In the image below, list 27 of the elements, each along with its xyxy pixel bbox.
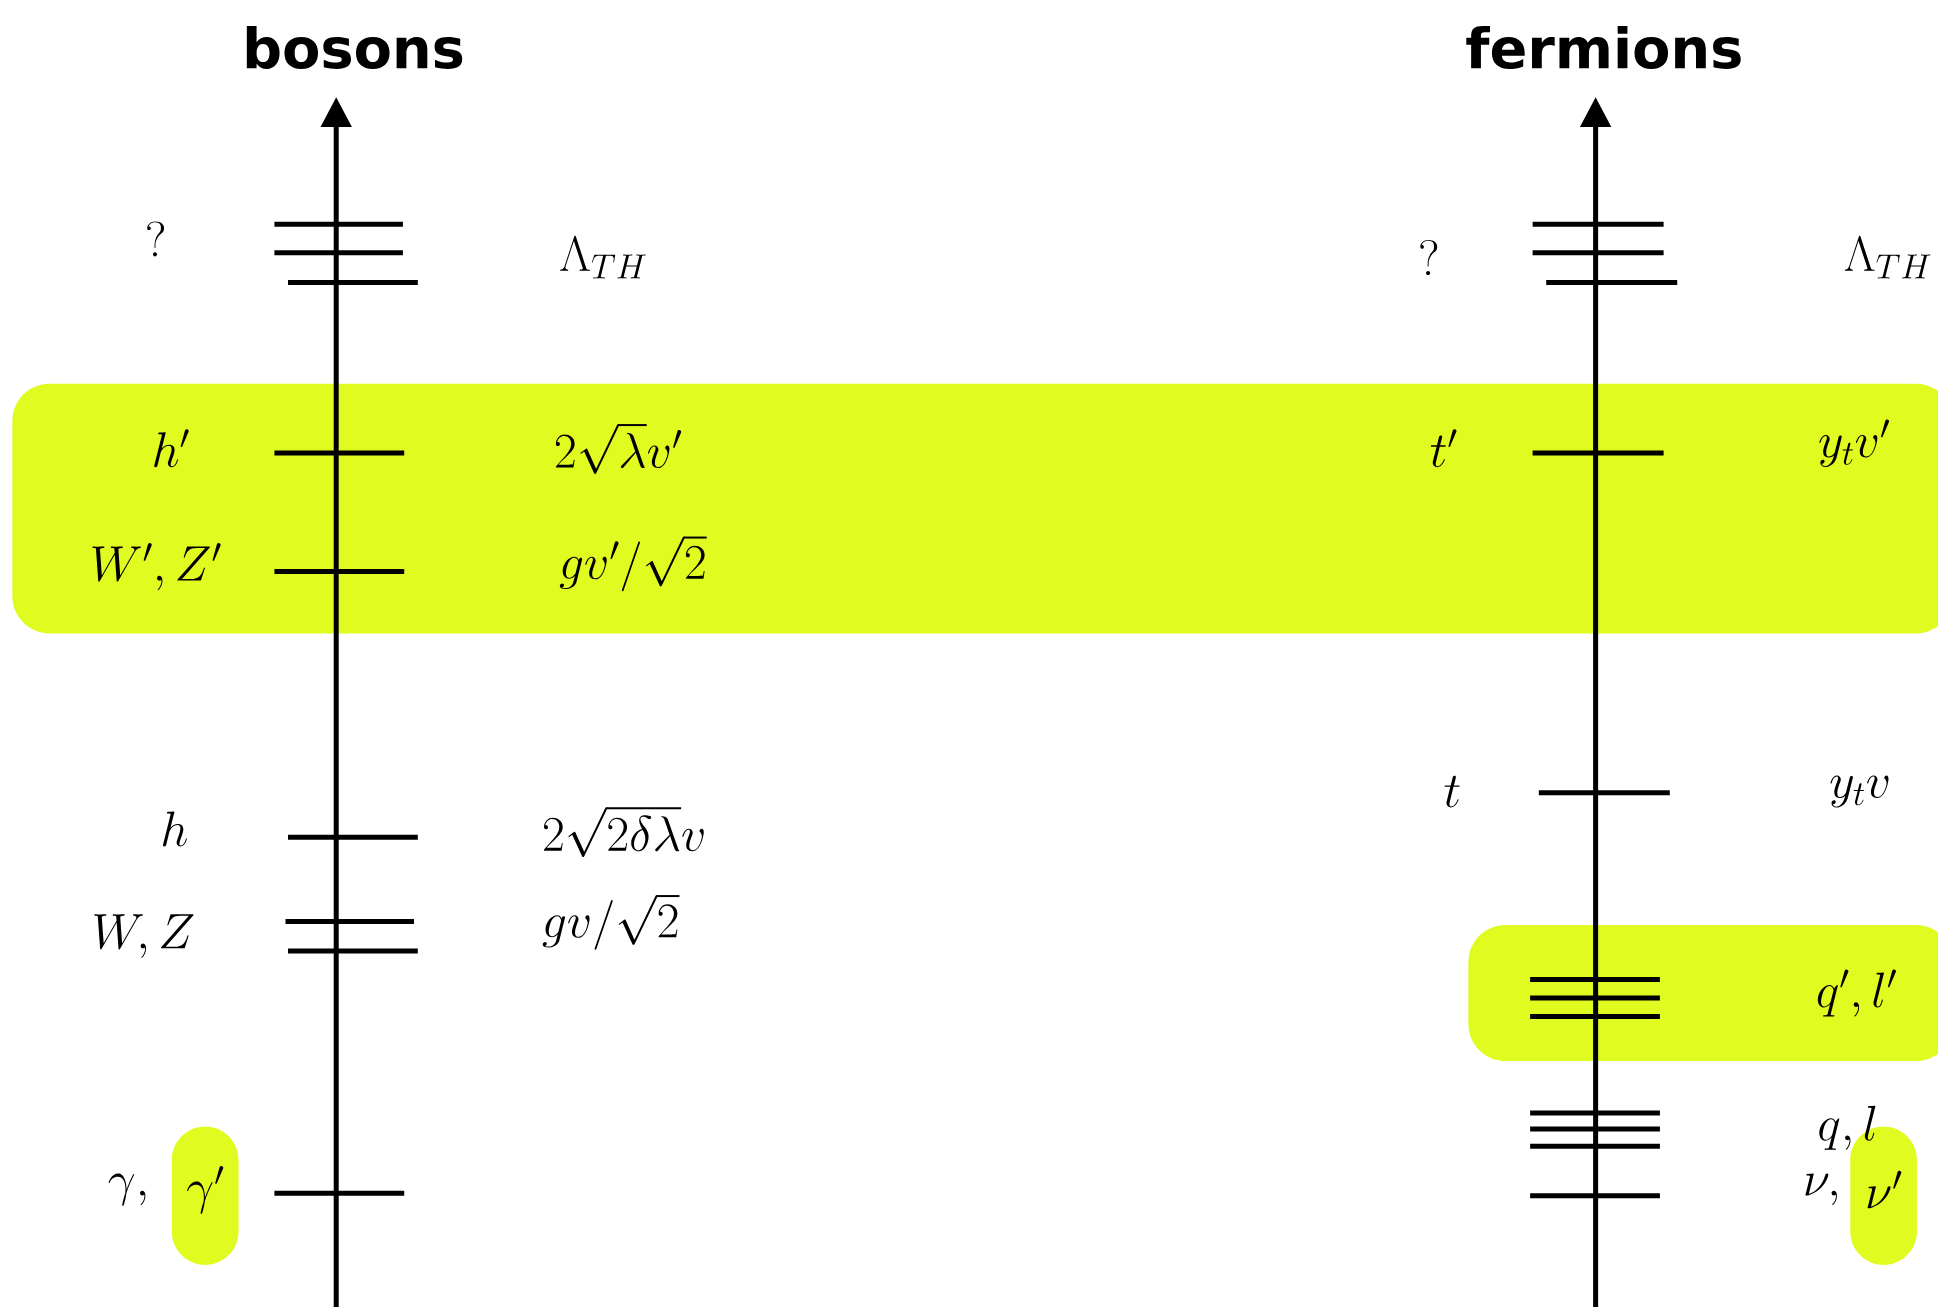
- formula: $\gamma,$: [108, 1173, 146, 1207]
- formula: $2\sqrt{\lambda}v'$: [555, 424, 682, 474]
- formula: $y_tv'$: [1819, 419, 1890, 468]
- formula: $\Lambda_{TH}$: [560, 235, 646, 279]
- formula: $W,Z$: [94, 914, 194, 958]
- formula: $\gamma'$: [187, 1165, 224, 1215]
- formula: $W',Z'$: [92, 543, 221, 591]
- formula: $?$: [147, 221, 165, 257]
- highlight-band: [1468, 925, 1938, 1062]
- formula: $\nu,$: [1805, 1173, 1837, 1206]
- formula: $h$: [163, 811, 187, 847]
- formula: $gv'/\sqrt{2}$: [559, 536, 707, 592]
- highlight-band: [12, 383, 1938, 634]
- highlight-pill: [171, 1126, 239, 1265]
- formula: $t'$: [1430, 429, 1457, 468]
- formula: $\Lambda_{TH}$: [1844, 235, 1931, 279]
- formula: $q,l$: [1819, 1105, 1876, 1150]
- formula: $t$: [1444, 775, 1460, 808]
- formula: $\nu'$: [1867, 1170, 1902, 1209]
- formula: $?$: [1420, 240, 1438, 275]
- formula: $h'$: [154, 429, 189, 468]
- formula: $y_tv$: [1830, 775, 1889, 808]
- formula: $gv/\sqrt{2}$: [542, 895, 680, 950]
- axis-title: bosons: [246, 25, 463, 70]
- formula: $q',l'$: [1817, 969, 1896, 1017]
- axis-title: fermions: [1466, 25, 1741, 70]
- formula: $2\sqrt{2\delta\lambda}v$: [544, 807, 704, 858]
